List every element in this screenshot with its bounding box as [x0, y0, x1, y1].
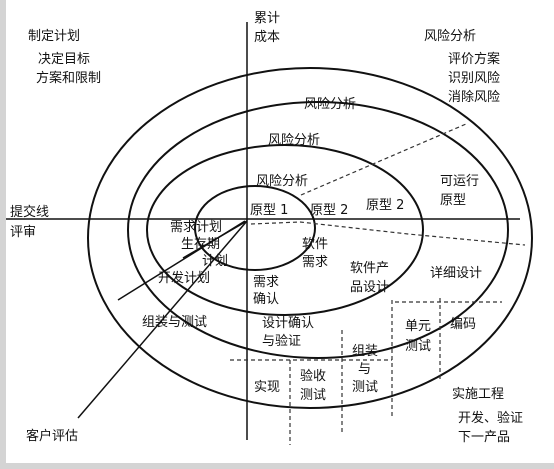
engineering-quadrant-line2: 下一产品	[458, 430, 510, 445]
customer-line-long	[77, 220, 248, 419]
operational-prototype-line1: 可运行	[440, 174, 479, 189]
integration-test-line1: 组装	[352, 344, 378, 359]
objectives-label-line2: 方案和限制	[36, 70, 101, 86]
engineering-quadrant-title: 实施工程	[452, 387, 504, 402]
phase-dividers	[230, 123, 526, 445]
operational-prototype-line2: 原型	[440, 193, 466, 208]
customer-evaluation-lines	[77, 220, 248, 419]
risk-quadrant-line3: 消除风险	[448, 90, 500, 105]
cost-axis-label-line1: 累计	[254, 11, 280, 26]
unit-test-line1: 单元	[405, 319, 431, 334]
frame-border-left	[0, 0, 6, 469]
detailed-design-label: 详细设计	[430, 266, 482, 281]
spiral-loop-inner	[194, 185, 316, 271]
prototype-1-label: 原型 1	[250, 203, 288, 218]
objectives-label-line1: 决定目标	[38, 52, 90, 67]
spiral-loops	[87, 67, 533, 409]
dev-plan-label: 开发计划	[158, 270, 210, 286]
risk-label-outer: 风险分析	[304, 97, 356, 112]
prototype-3-label: 原型 2	[366, 198, 404, 213]
risk-label-inner: 风险分析	[256, 174, 308, 189]
product-design-line1: 软件产	[350, 261, 389, 276]
acceptance-test-line2: 测试	[300, 388, 326, 403]
integration-test-line2: 与	[358, 362, 371, 377]
risk-quadrant-title: 风险分析	[424, 29, 476, 44]
engineering-quadrant-line1: 开发、验证	[458, 410, 523, 426]
cost-axis-label-line2: 成本	[254, 30, 280, 45]
canvas-background	[6, 0, 554, 463]
design-verification-line1: 设计确认	[262, 316, 314, 331]
risk-quadrant-line2: 识别风险	[448, 71, 500, 86]
product-design-line2: 品设计	[350, 280, 389, 295]
integration-test-line3: 测试	[352, 380, 378, 395]
requirements-plan-line3: 计划	[202, 254, 228, 269]
review-axis-label-line1: 提交线	[10, 204, 49, 220]
software-requirements-line1: 软件	[302, 237, 328, 252]
prototype-2-label: 原型 2	[310, 203, 348, 218]
implementation-label: 实现	[254, 380, 280, 395]
customer-line-short	[182, 220, 248, 259]
requirements-validation-line1: 需求	[253, 275, 279, 290]
design-verification-line2: 与验证	[262, 333, 301, 349]
requirements-validation-line2: 确认	[253, 292, 279, 307]
risk-label-middle: 风险分析	[268, 133, 320, 148]
coding-label: 编码	[450, 317, 476, 332]
unit-test-line2: 测试	[405, 339, 431, 354]
integration-test-plan-label: 组装与测试	[142, 315, 207, 330]
review-axis-label-line2: 评审	[10, 225, 36, 240]
risk-quadrant-line1: 评价方案	[448, 51, 500, 67]
customer-quadrant-title: 客户评估	[26, 428, 78, 444]
software-requirements-line2: 需求	[302, 255, 328, 270]
planning-quadrant-title: 制定计划	[28, 29, 80, 44]
frame-border-bottom	[0, 463, 554, 469]
requirements-plan-line2: 生存期	[181, 237, 220, 252]
divider-mid-right	[250, 221, 526, 246]
spiral-loop-outer	[87, 67, 533, 409]
spiral-loop-second	[146, 144, 424, 316]
requirements-plan-line1: 需求计划	[170, 220, 222, 235]
spiral-loop-third	[127, 101, 509, 359]
acceptance-test-line1: 验收	[300, 368, 326, 384]
divider-upper-right	[300, 123, 467, 196]
